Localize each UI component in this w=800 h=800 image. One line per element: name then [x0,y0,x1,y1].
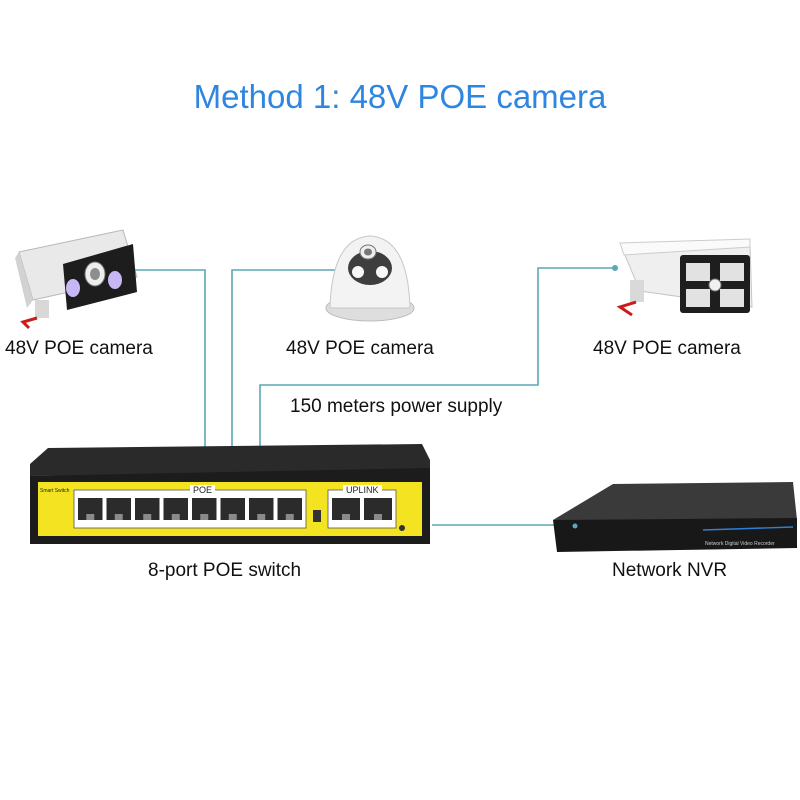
port-latch [374,514,382,520]
ethernet-port [364,498,392,520]
port-latch [285,514,294,520]
ethernet-port [163,498,188,520]
wire-camera-2 [231,269,350,448]
bullet-camera-icon [616,238,753,317]
switch-brand: Smart Switch [40,488,70,494]
ethernet-port [220,498,245,520]
port-latch [228,514,237,520]
port-latch [171,514,180,520]
ethernet-port [135,498,160,520]
poe-switch [30,440,430,555]
port-latch [143,514,152,520]
ethernet-port [78,498,103,520]
port-latch [114,514,123,520]
wire-camera-3 [259,267,615,448]
port-latch [257,514,266,520]
bullet-camera-icon [15,229,138,330]
port-latch [342,514,350,520]
wire-camera-1 [130,269,206,448]
nvr-device [553,482,797,552]
camera-label: 48V POE camera [286,338,434,359]
ethernet-port [277,498,302,520]
ethernet-port [106,498,131,520]
nvr-panel-text: Network Digital Video Recorder [705,541,775,547]
uplink-group-label: UPLINK [343,485,382,495]
ethernet-port [249,498,274,520]
uplink-port-group [332,498,392,520]
camera-label: 48V POE camera [5,338,153,359]
switch-label: 8-port POE switch [148,560,302,581]
port-latch [200,514,209,520]
dome-camera-icon [325,235,415,322]
nvr-label: Network NVR [612,560,728,581]
poe-port-group [78,498,302,520]
poe-group-label: POE [190,485,216,495]
ethernet-port [192,498,217,520]
camera-label: 48V POE camera [593,338,741,359]
port-latch [86,514,95,520]
diagram-title: Method 1: 48V POE camera [193,78,607,115]
ethernet-port [332,498,360,520]
distance-label: 150 meters power supply [290,396,503,417]
